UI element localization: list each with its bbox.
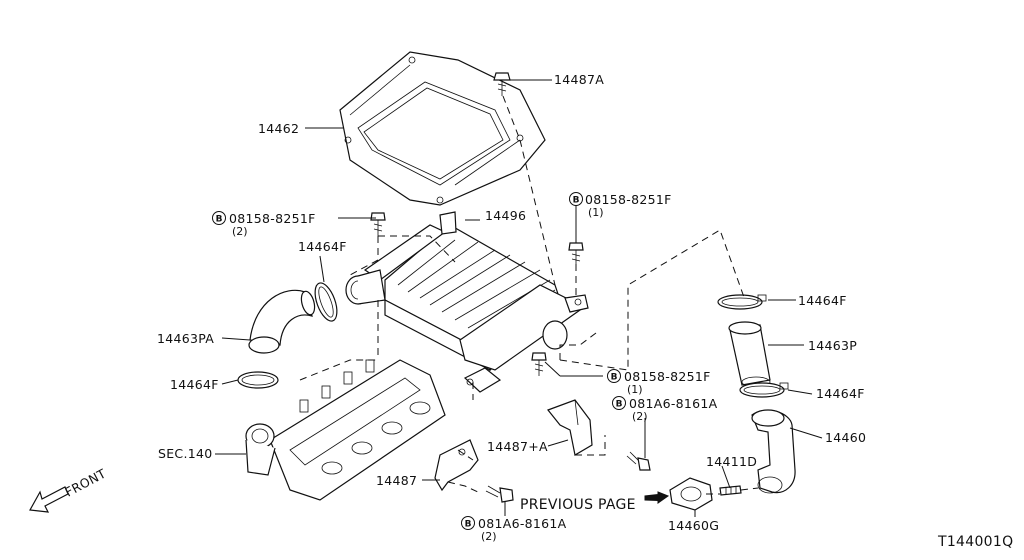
label-bolt-081a6-bottom-qty: (2)	[481, 530, 497, 543]
label-bolt-081a6-bottom: 081A6-8161A	[478, 516, 567, 531]
bracket-14487-plus-a	[547, 399, 593, 456]
label-bolt-08158-mid-qty: (1)	[627, 383, 643, 396]
intake-manifold-sec140	[245, 359, 446, 501]
label-front-direction: FRONT	[62, 466, 108, 500]
label-bolt-08158-mid: 08158-8251F	[624, 369, 711, 384]
diagram-id: T144001Q	[937, 534, 1013, 550]
bolt-14487a	[493, 72, 511, 96]
leader-lines	[215, 79, 823, 517]
cover-plate-14462	[339, 51, 546, 206]
label-14464f-right-top: 14464F	[798, 293, 847, 308]
label-14463pa: 14463PA	[157, 331, 214, 346]
label-14464f-upper-left: 14464F	[298, 239, 347, 254]
label-bolt-08158-left-qty: (2)	[232, 225, 248, 238]
svg-text:B: B	[216, 215, 223, 225]
clamp-14464f-left-lower	[237, 371, 279, 389]
bolt-081a6-mid	[626, 451, 651, 471]
label-14496: 14496	[485, 208, 526, 223]
bolt-081a6-bottom	[485, 485, 514, 503]
assembly-guides	[299, 95, 759, 495]
label-bolt-08158-top-right: 08158-8251F	[585, 192, 672, 207]
label-14460g: 14460G	[668, 518, 719, 533]
label-14411d: 14411D	[706, 454, 757, 469]
label-bolt-08158-left: 08158-8251F	[229, 211, 316, 226]
hose-14463pa	[248, 289, 316, 354]
label-bolt-08158-top-right-qty: (1)	[588, 206, 604, 219]
pipe-14460	[751, 409, 796, 494]
label-14460: 14460	[825, 430, 866, 445]
bolt-08158-left	[370, 212, 386, 236]
bracket-14487	[434, 439, 479, 492]
front-direction-arrow-icon	[29, 486, 69, 513]
bolt-badge-left: B	[212, 211, 226, 225]
hose-14463p	[728, 321, 771, 388]
gasket-14460g	[669, 477, 713, 511]
previous-page-link[interactable]: PREVIOUS PAGE	[520, 497, 636, 513]
bolt-08158-mid	[531, 352, 547, 376]
label-bolt-081a6-mid-qty: (2)	[632, 410, 648, 423]
bolt-badge-081a6-bottom: B	[461, 516, 475, 530]
bolt-badge-mid: B	[607, 369, 621, 383]
label-sec140[interactable]: SEC.140	[158, 446, 213, 461]
label-14487: 14487	[376, 473, 417, 488]
stud-14411d	[719, 485, 742, 496]
label-bolt-081a6-mid: 081A6-8161A	[629, 396, 718, 411]
label-14464f-left-lower: 14464F	[170, 377, 219, 392]
label-14464f-right-bottom: 14464F	[816, 386, 865, 401]
bolt-badge-081a6-mid: B	[612, 396, 626, 410]
label-14463p: 14463P	[808, 338, 857, 353]
svg-text:B: B	[465, 520, 472, 530]
clamp-14464f-upper-left	[314, 282, 338, 322]
previous-page-arrow-icon[interactable]	[644, 491, 670, 504]
bolt-08158-top-right	[568, 242, 584, 264]
intercooler-14496	[345, 211, 589, 393]
label-14462: 14462	[258, 121, 299, 136]
svg-text:B: B	[573, 196, 580, 206]
clamp-14464f-right-bottom	[739, 382, 789, 398]
label-14487-plus-a: 14487+A	[487, 439, 548, 454]
clamp-14464f-right-top	[717, 294, 767, 310]
svg-text:B: B	[611, 373, 618, 383]
label-14487a: 14487A	[554, 72, 604, 87]
svg-text:B: B	[616, 400, 623, 410]
bolt-badge-top-right: B	[569, 192, 583, 206]
